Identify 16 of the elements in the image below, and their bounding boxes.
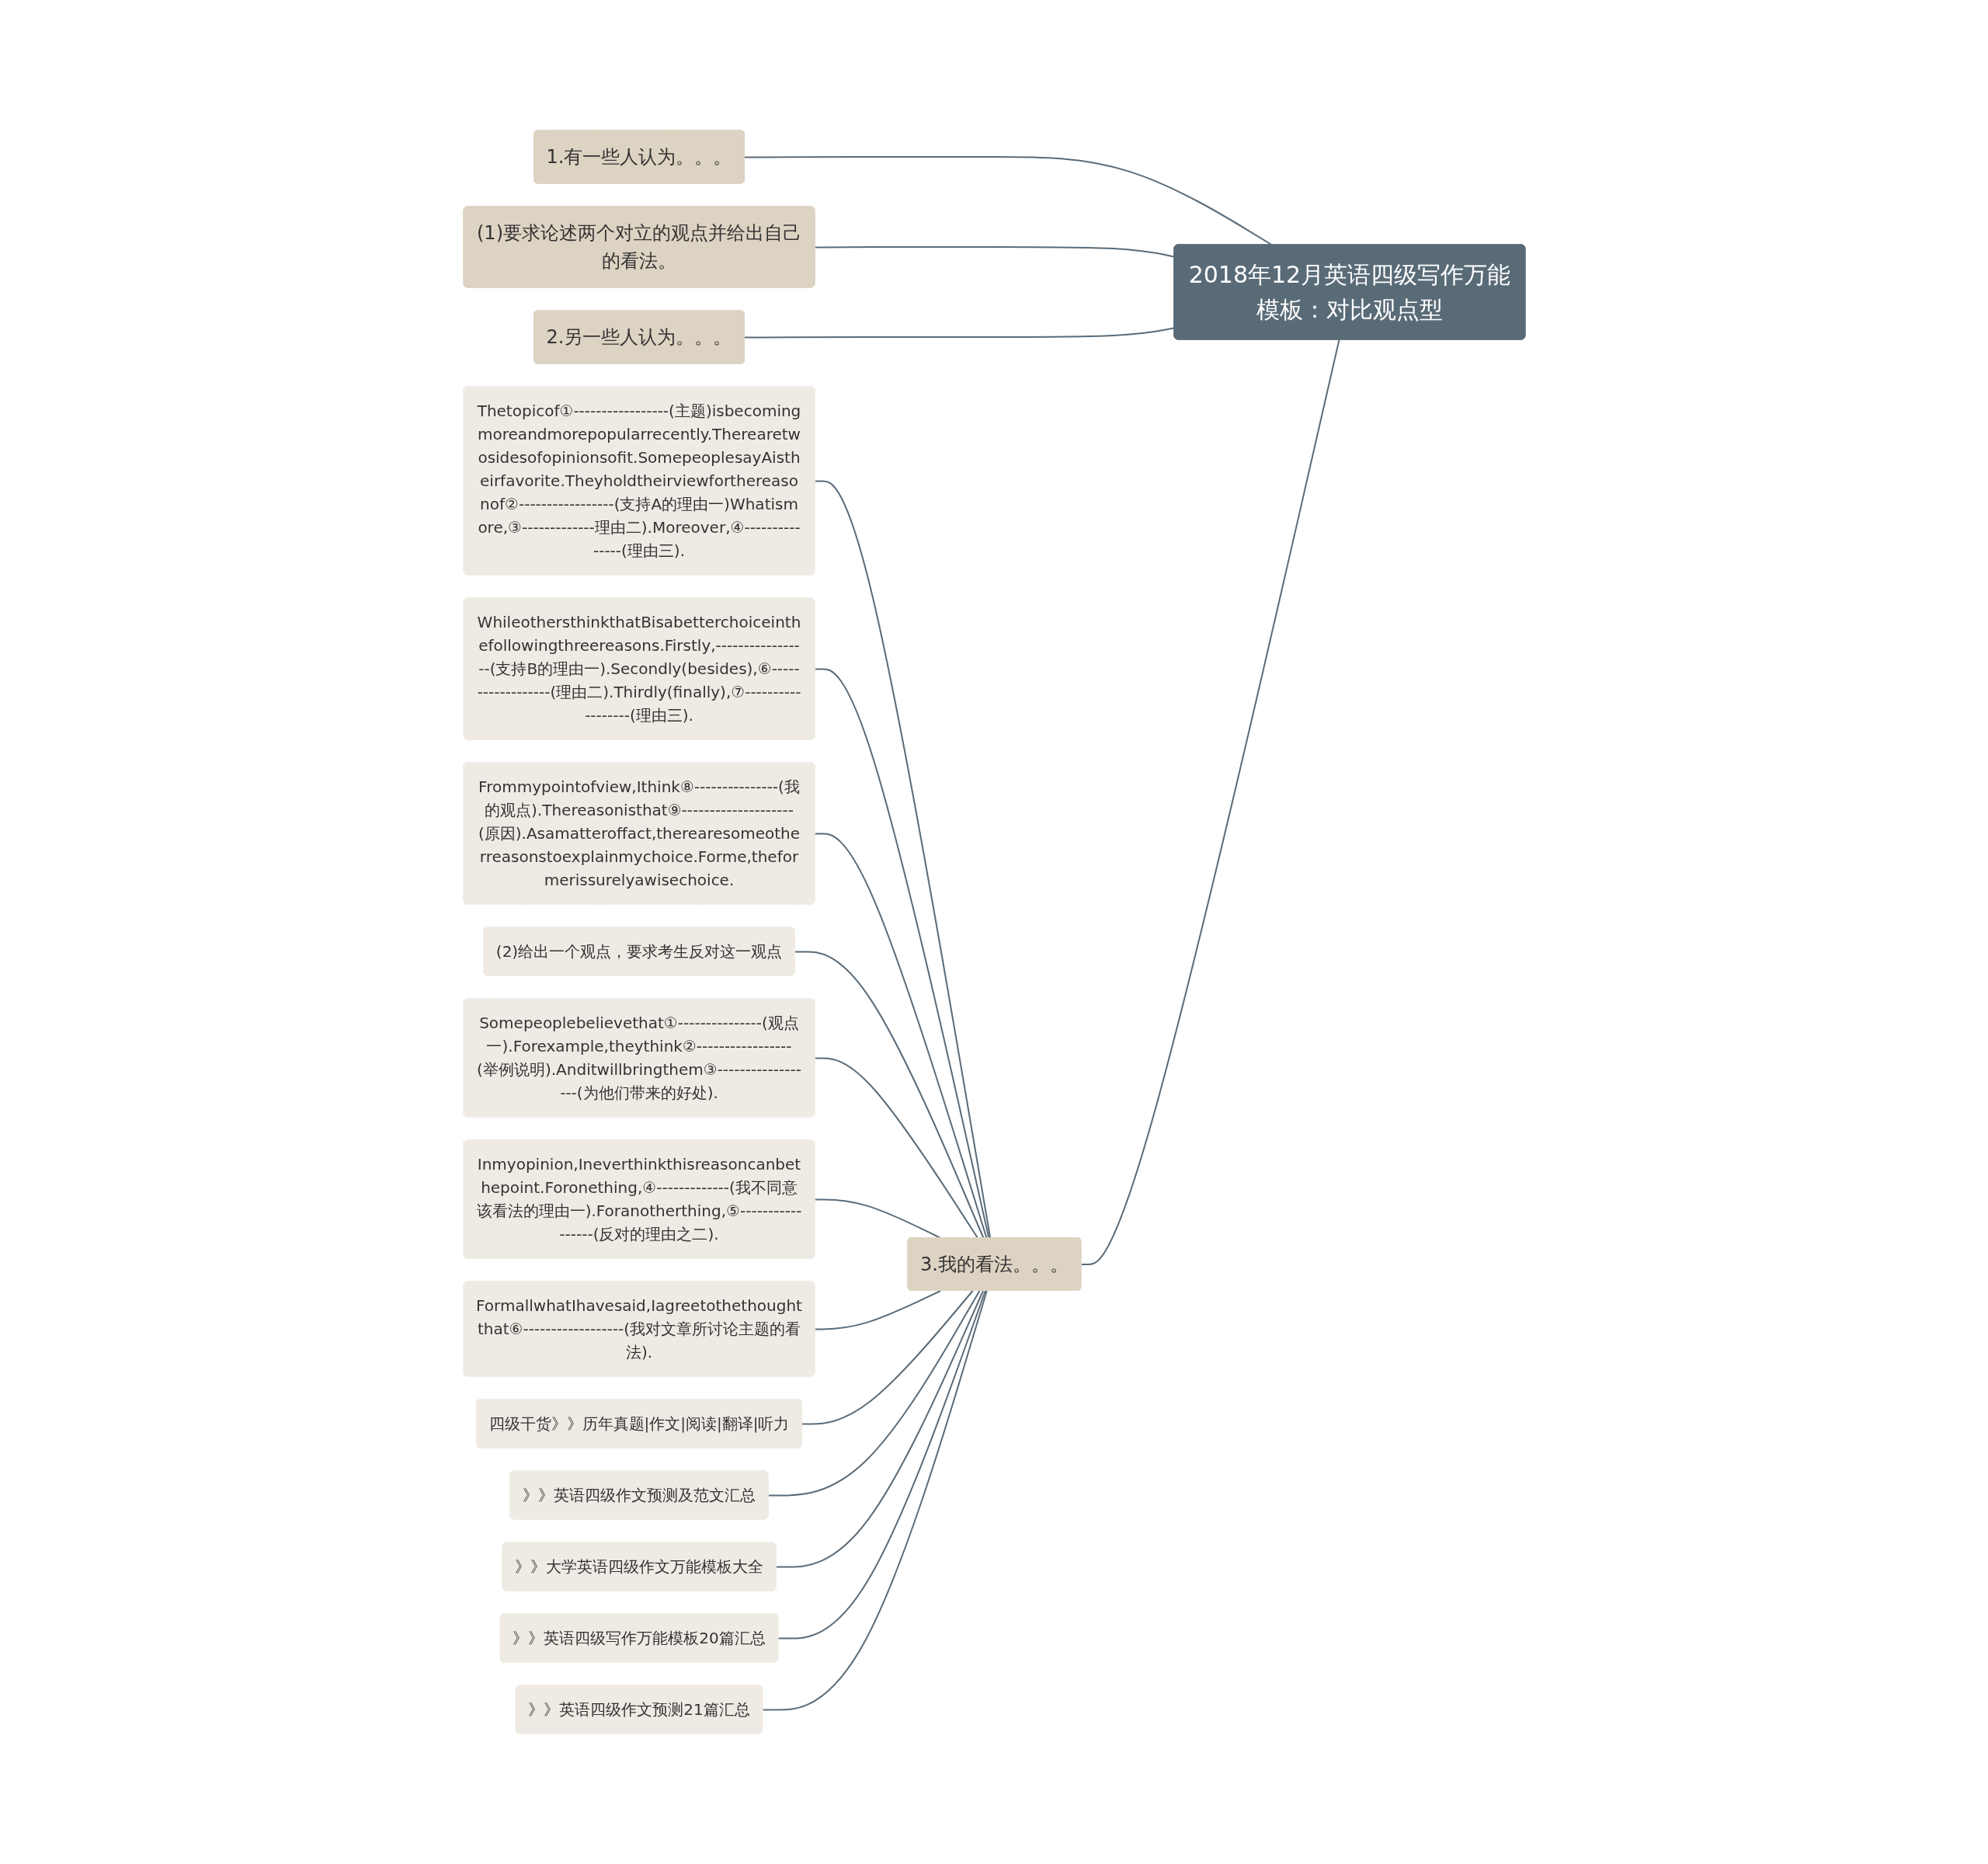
- connector: [743, 156, 1273, 246]
- connector: [814, 480, 991, 1239]
- connector: [767, 1290, 980, 1497]
- connector: [814, 833, 987, 1239]
- connector: [761, 1290, 988, 1711]
- connector: [814, 246, 1175, 258]
- connector: [814, 1057, 978, 1239]
- connector: [814, 1290, 941, 1330]
- connector: [1079, 339, 1340, 1265]
- connector: [777, 1290, 986, 1640]
- connector: [775, 1290, 984, 1568]
- connector: [743, 327, 1175, 339]
- connector: [801, 1290, 974, 1425]
- connector: [814, 668, 989, 1239]
- connector: [814, 1198, 941, 1239]
- connector: [794, 951, 984, 1239]
